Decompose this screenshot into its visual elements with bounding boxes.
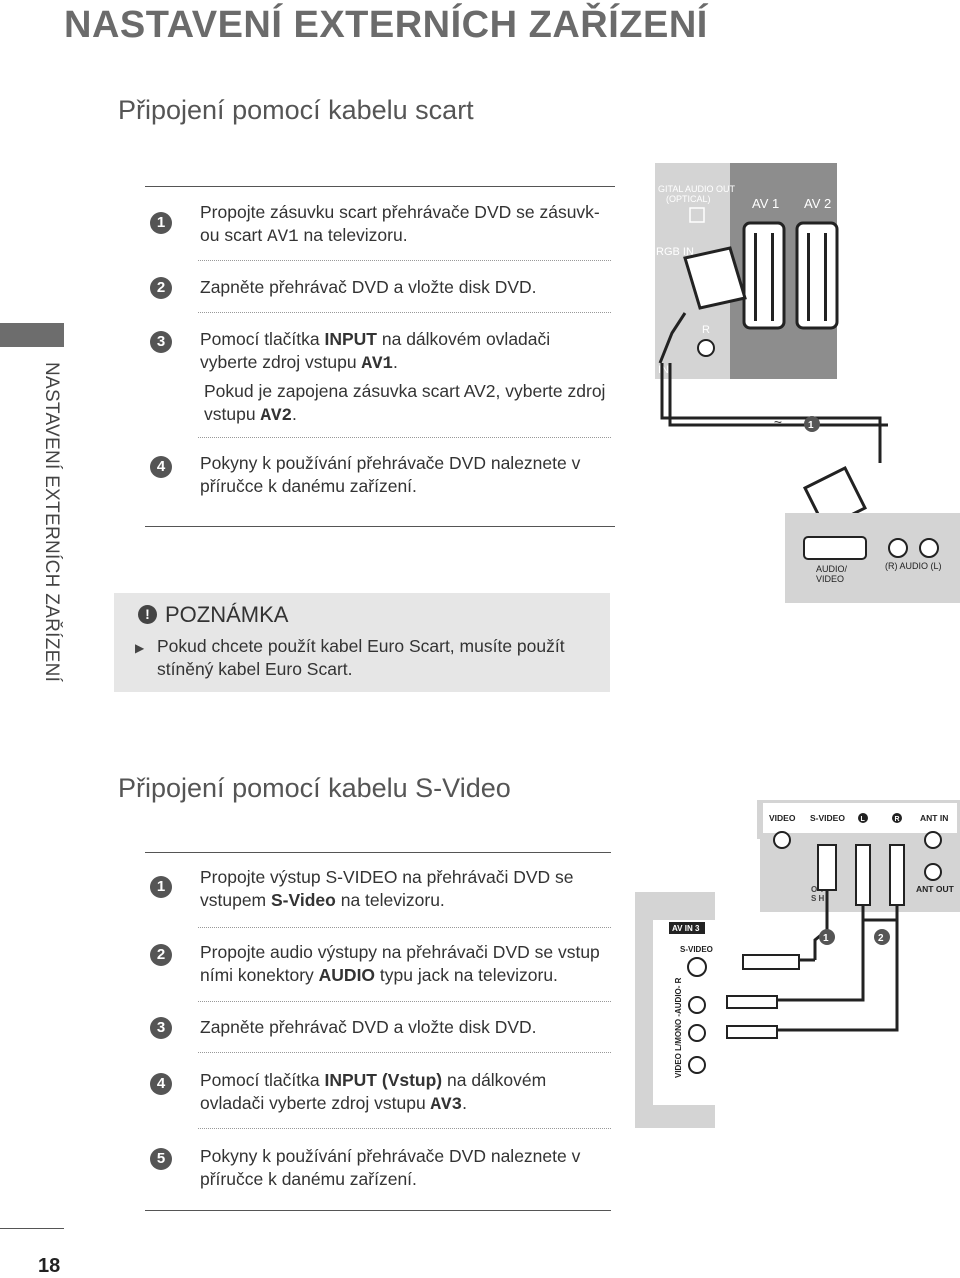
audio-l-jack-icon xyxy=(919,538,939,558)
svideo-step-5: Pokyny k používání přehrávače DVD nalezn… xyxy=(200,1146,581,1189)
warning-icon: ! xyxy=(138,605,157,624)
note-box: ! POZNÁMKA ▶ Pokud chcete použít kabel E… xyxy=(114,593,610,692)
divider xyxy=(145,526,615,527)
label-optical: (OPTICAL) xyxy=(666,194,711,204)
dotted-divider xyxy=(198,312,611,313)
scart-plug-icon xyxy=(683,246,747,310)
svideo-step-3: Zapněte přehrávač DVD a vložte disk DVD. xyxy=(200,1017,537,1037)
arrow-right-icon: ▶ xyxy=(135,641,145,655)
scart-step-3: Pomocí tlačítka INPUT na dálkovém ovlada… xyxy=(200,329,606,426)
dotted-divider xyxy=(198,1052,611,1053)
audio-r-jack-icon xyxy=(888,538,908,558)
scart-socket-av2 xyxy=(795,221,839,330)
audio-r-connector-icon xyxy=(726,995,778,1009)
label-video: VIDEO xyxy=(769,813,796,823)
page-title: NASTAVENÍ EXTERNÍCH ZAŘÍZENÍ xyxy=(64,4,708,46)
side-section-label: NASTAVENÍ EXTERNÍCH ZAŘÍZENÍ xyxy=(41,362,62,683)
label-s-video: S-VIDEO xyxy=(810,813,845,823)
label-r: R xyxy=(895,816,900,823)
marker-1: 1 xyxy=(823,933,829,944)
label-audio-lr: (R) AUDIO (L) xyxy=(885,561,942,571)
audio-jack-icon xyxy=(697,339,715,357)
scart-step-2: Zapněte přehrávač DVD a vložte disk DVD. xyxy=(200,277,537,297)
label-s-video-side: S-VIDEO xyxy=(680,945,713,954)
r-marker-icon xyxy=(892,813,902,823)
divider xyxy=(145,1210,611,1211)
dotted-divider xyxy=(198,260,611,261)
ant-out-jack-icon xyxy=(924,863,942,881)
label-rgb-in: RGB IN xyxy=(656,246,694,258)
step-number: 3 xyxy=(150,1017,172,1039)
step-number: 4 xyxy=(150,1073,172,1095)
dotted-divider xyxy=(198,927,611,928)
marker-2: 2 xyxy=(878,933,884,944)
step-marker xyxy=(819,929,835,945)
video-jack-icon xyxy=(773,831,791,849)
audio-r-plug-icon xyxy=(889,844,905,906)
page-number: 18 xyxy=(38,1255,61,1277)
label-ant-in: ANT IN xyxy=(920,813,948,823)
av-in-3-badge xyxy=(669,922,705,934)
label-r: R xyxy=(702,324,710,336)
label-in: IN xyxy=(658,364,669,376)
video-port-icon xyxy=(688,1056,706,1074)
scart-cable xyxy=(660,363,882,463)
step-marker xyxy=(804,416,820,432)
audio-r-port-icon xyxy=(688,996,706,1014)
footer-line xyxy=(0,1228,64,1229)
svideo-heading: Připojení pomocí kabelu S-Video xyxy=(118,773,511,803)
audio-l-plug-icon xyxy=(855,844,871,906)
label-output-switch-2: S H xyxy=(811,894,825,903)
cable-break-icon: ≈ xyxy=(774,415,782,431)
s-video-connector-icon xyxy=(742,954,800,970)
step-number: 1 xyxy=(150,212,172,234)
step-number: 2 xyxy=(150,277,172,299)
step-number: 1 xyxy=(150,876,172,898)
divider xyxy=(145,186,615,187)
audio-l-connector-icon xyxy=(726,1025,778,1039)
dotted-divider xyxy=(198,437,611,438)
optical-port-icon xyxy=(689,207,705,223)
label-audio-video-1: AUDIO/ xyxy=(816,564,848,574)
step-number: 3 xyxy=(150,331,172,353)
s-video-plug-icon xyxy=(817,844,837,891)
step-number: 5 xyxy=(150,1148,172,1170)
label-av-in-3: AV IN 3 xyxy=(672,924,700,933)
note-text: Pokud chcete použít kabel Euro Scart, mu… xyxy=(157,636,565,679)
audio-cable xyxy=(861,905,899,922)
step-marker xyxy=(874,929,890,945)
label-av1: AV 1 xyxy=(752,196,779,211)
note-title: POZNÁMKA xyxy=(165,602,289,627)
label-av2: AV 2 xyxy=(804,196,831,211)
svideo-step-4: Pomocí tlačítka INPUT (Vstup) na dálkové… xyxy=(200,1070,547,1115)
dotted-divider xyxy=(198,1001,611,1002)
audio-l-port-icon xyxy=(688,1024,706,1042)
label-ant-out: ANT OUT xyxy=(916,884,955,894)
side-tab-marker xyxy=(0,323,64,347)
dotted-divider xyxy=(198,1128,611,1129)
ant-in-jack-icon xyxy=(924,831,942,849)
scart-connection-diagram: GITAL AUDIO OUT (OPTICAL) RGB IN AV 1 AV… xyxy=(655,163,960,603)
label-digital-audio: GITAL AUDIO OUT xyxy=(658,184,736,194)
scart-heading: Připojení pomocí kabelu scart xyxy=(118,95,474,125)
marker-1: 1 xyxy=(808,420,814,431)
s-video-port-icon xyxy=(687,957,707,977)
label-audio-video-2: VIDEO xyxy=(816,574,844,584)
l-marker-icon xyxy=(858,813,868,823)
step-number: 4 xyxy=(150,456,172,478)
tv-side-inputs xyxy=(653,920,715,1105)
scart-step-4: Pokyny k používání přehrávače DVD nalezn… xyxy=(200,453,581,496)
svideo-step-2: Propojte audio výstupy na přehrávači DVD… xyxy=(200,942,600,985)
scart-socket-av1 xyxy=(742,221,786,330)
svideo-step-1: Propojte výstup S-VIDEO na přehrávači DV… xyxy=(200,867,574,910)
label-side-vertical: VIDEO L/MONO -AUDIO- R xyxy=(674,977,683,1078)
scart-step-1: Propojte zásuvku scart přehrávače DVD se… xyxy=(200,202,600,247)
svideo-connection-diagram: VIDEO S-VIDEO L R ANT IN ANT OUT O T S H… xyxy=(635,800,960,1128)
divider xyxy=(145,852,611,853)
step-number: 2 xyxy=(150,944,172,966)
label-l: L xyxy=(861,816,866,823)
dvd-scart-socket xyxy=(803,536,867,560)
